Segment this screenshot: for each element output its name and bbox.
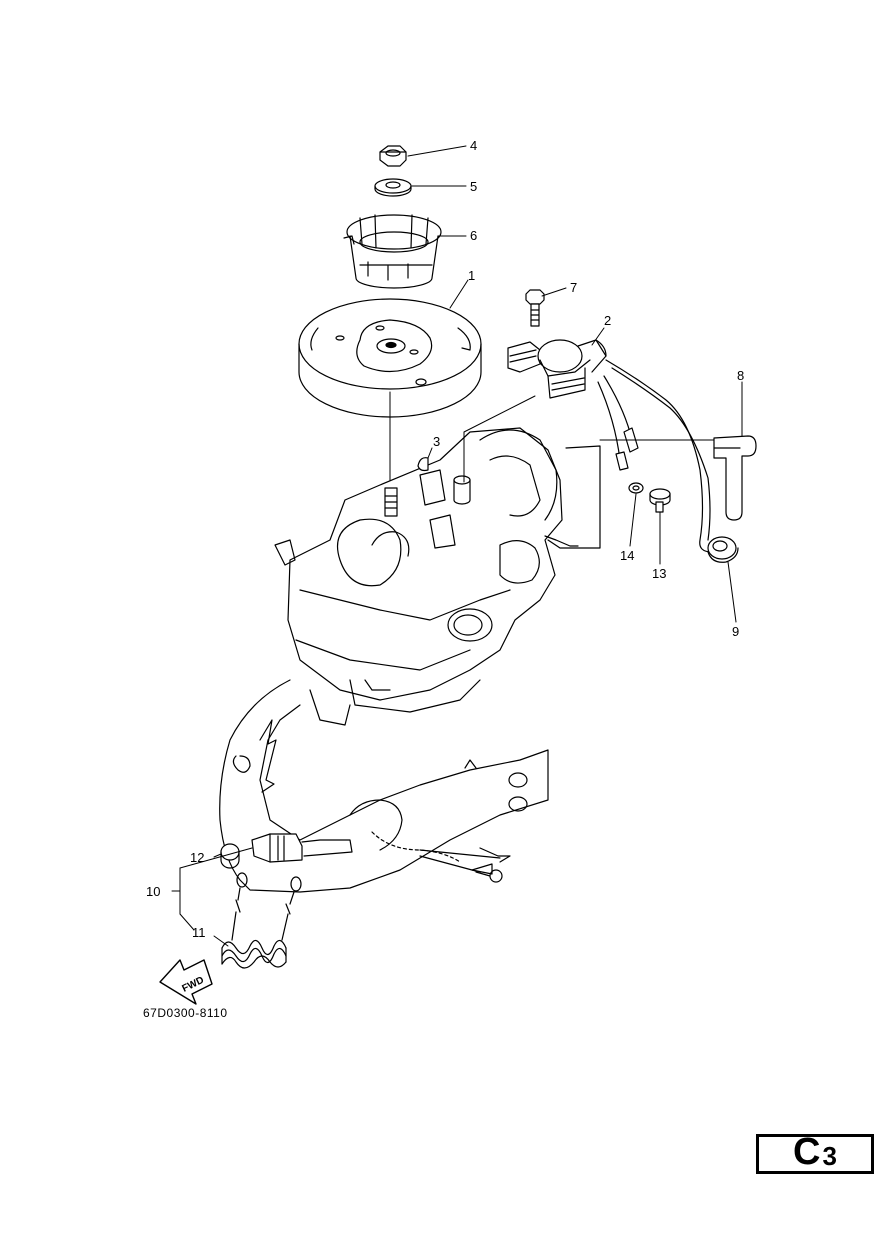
tiller-handle — [219, 679, 549, 893]
page-badge-letter: C — [793, 1131, 821, 1173]
fwd-arrow — [159, 959, 213, 1005]
plug-cap-part-8 — [713, 435, 757, 521]
nut-part-4 — [379, 145, 407, 167]
stop-switch-part-10 — [251, 833, 353, 863]
grommet-part-9 — [707, 536, 739, 563]
callout-11: 11 — [192, 925, 206, 940]
callout-3: 3 — [433, 434, 440, 449]
callout-10: 10 — [146, 884, 160, 899]
callout-13: 13 — [652, 566, 666, 581]
lanyard-part-11 — [221, 872, 302, 969]
pulley-part-6 — [343, 214, 442, 289]
callout-6: 6 — [470, 228, 477, 243]
page-badge-number: 3 — [822, 1141, 837, 1171]
callout-12: 12 — [190, 850, 204, 865]
callout-9: 9 — [732, 624, 739, 639]
drawing-code: 67D0300-8110 — [143, 1006, 228, 1020]
key-part-3 — [417, 457, 429, 472]
callout-4: 4 — [470, 138, 477, 153]
washer-part-5 — [374, 178, 412, 197]
callout-7: 7 — [570, 280, 577, 295]
flywheel-part-1 — [298, 298, 482, 418]
washer-part-14 — [628, 482, 644, 494]
callout-5: 5 — [470, 179, 477, 194]
callout-1: 1 — [468, 268, 475, 283]
callout-2: 2 — [604, 313, 611, 328]
screw-part-13 — [649, 488, 671, 513]
callout-8: 8 — [737, 368, 744, 383]
callout-14: 14 — [620, 548, 634, 563]
ignition-coil-part-2 — [507, 339, 607, 399]
page-badge: C 3 — [756, 1131, 874, 1174]
bolt-part-7 — [525, 289, 545, 327]
powerhead — [274, 427, 563, 726]
